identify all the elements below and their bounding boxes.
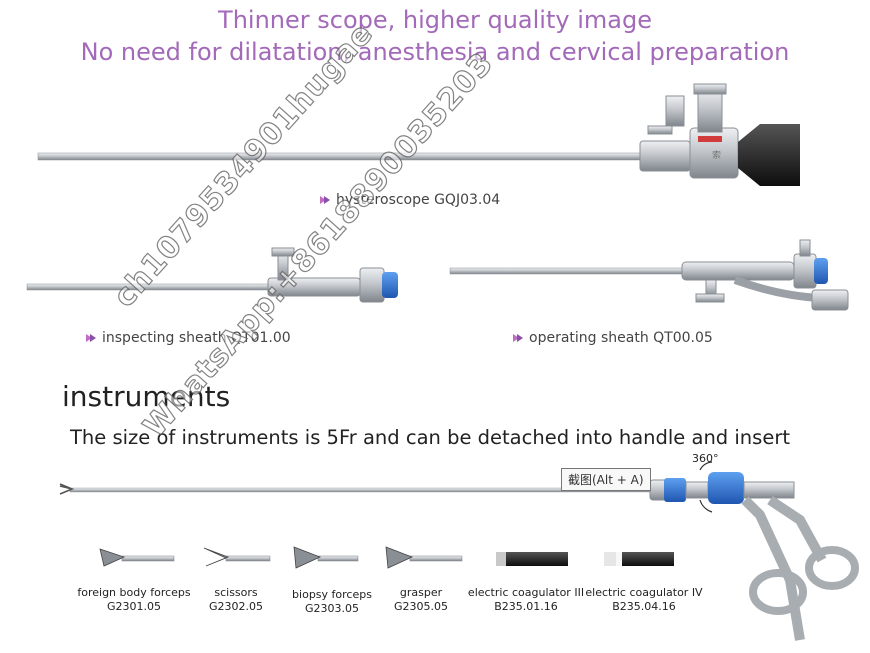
instrument-name: electric coagulator IV	[585, 586, 703, 599]
thumb-electric-coagulator-iii	[496, 552, 568, 566]
triangle-bullet-icon	[513, 334, 523, 342]
rotation-label: 360°	[692, 452, 719, 465]
screenshot-tooltip: 截图(Alt + A)	[561, 468, 651, 491]
instrument-name: biopsy forceps	[292, 588, 372, 601]
thumb-electric-coagulator-iv	[604, 552, 674, 566]
instrument-item: electric coagulator IV B235.04.16	[584, 586, 704, 614]
instrument-item: electric coagulator III B235.01.16	[466, 586, 586, 614]
instrument-code: G2303.05	[304, 602, 359, 615]
hysteroscope-label: hysteroscope GQJ03.04	[336, 192, 501, 208]
instrument-name: scissors	[214, 586, 258, 599]
svg-text:索: 索	[712, 149, 721, 161]
instrument-item: scissors G2302.05	[176, 586, 296, 614]
instrument-code: B235.04.16	[612, 600, 676, 613]
thumb-scissors	[203, 547, 271, 567]
callout-hysteroscope: hysteroscope GQJ03.04	[320, 192, 500, 208]
callout-operating-sheath: operating sheath QT00.05	[513, 330, 713, 346]
instrument-item: biopsy forceps G2303.05	[272, 588, 392, 616]
triangle-bullet-icon	[86, 334, 96, 342]
instrument-item: grasper G2305.05	[361, 586, 481, 614]
headline-line-1: Thinner scope, higher quality image	[218, 6, 652, 34]
instrument-name: foreign body forceps	[77, 586, 191, 599]
instrument-name: grasper	[399, 586, 443, 599]
hysteroscope-image: 索	[37, 83, 800, 186]
instrument-code: G2305.05	[393, 600, 448, 613]
instrument-name: electric coagulator III	[467, 586, 585, 599]
operating-sheath-label: operating sheath QT00.05	[529, 330, 713, 346]
instruments-title: instruments	[62, 380, 231, 413]
instrument-item: foreign body forceps G2301.05	[74, 586, 194, 614]
thumb-grasper	[385, 546, 463, 569]
instrument-code: B235.01.16	[494, 600, 558, 613]
instruments-subtitle: The size of instruments is 5Fr and can b…	[70, 426, 790, 449]
thumb-foreign-body-forceps	[99, 548, 175, 567]
thumb-biopsy-forceps	[293, 546, 359, 569]
inspecting-sheath-label: inspecting sheath QT01.00	[102, 330, 291, 346]
inspecting-sheath-image	[26, 247, 398, 303]
instrument-code: G2301.05	[106, 600, 161, 613]
instrument-handle-image	[59, 461, 859, 641]
callout-inspecting-sheath: inspecting sheath QT01.00	[86, 330, 291, 346]
instrument-code: G2302.05	[208, 600, 263, 613]
triangle-bullet-icon	[320, 196, 330, 204]
headline-line-2: No need for dilatation, anesthesia and c…	[80, 38, 790, 66]
operating-sheath-image	[449, 239, 849, 311]
